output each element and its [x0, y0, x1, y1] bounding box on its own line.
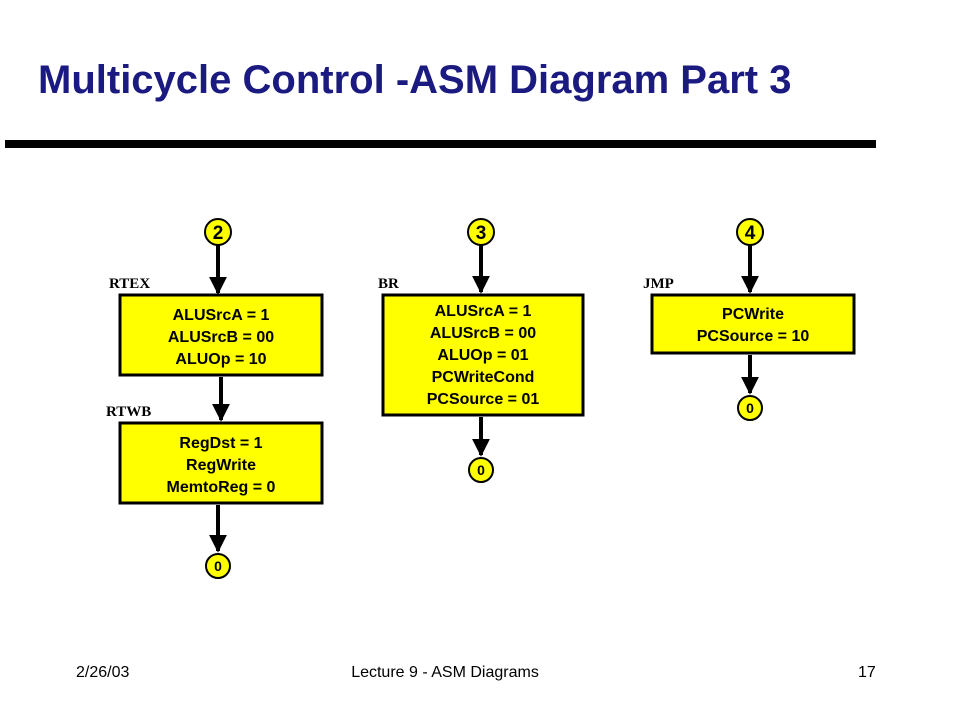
node-2: 2 — [204, 218, 232, 246]
rtex-line: ALUSrcA = 1 — [173, 307, 270, 324]
state-label-rtex: RTEX — [109, 276, 150, 292]
node-4: 4 — [736, 218, 764, 246]
state-label-jmp: JMP — [643, 276, 674, 292]
rtwb-line: RegDst = 1 — [179, 435, 262, 452]
state-box-br: ALUSrcA = 1 ALUSrcB = 00 ALUOp = 01 PCWr… — [381, 293, 585, 417]
br-line: ALUOp = 01 — [437, 347, 528, 364]
title-divider — [5, 140, 876, 148]
state-box-jmp: PCWrite PCSource = 10 — [650, 293, 856, 355]
footer-lecture: Lecture 9 - ASM Diagrams — [351, 664, 539, 681]
node-0-label: 0 — [746, 400, 754, 416]
rtwb-line: MemtoReg = 0 — [167, 479, 276, 496]
node-0-rtwb: 0 — [205, 553, 231, 579]
node-3-label: 3 — [476, 223, 487, 244]
state-label-br: BR — [378, 276, 399, 292]
footer-date: 2/26/03 — [76, 664, 130, 681]
node-2-label: 2 — [213, 223, 224, 244]
node-0-jmp: 0 — [737, 395, 763, 421]
node-4-label: 4 — [745, 223, 756, 244]
br-line: PCWriteCond — [432, 369, 535, 386]
state-box-rtwb: RegDst = 1 RegWrite MemtoReg = 0 — [118, 421, 324, 505]
jmp-line: PCWrite — [722, 306, 784, 323]
node-0-label: 0 — [477, 462, 485, 478]
node-0-br: 0 — [468, 457, 494, 483]
state-box-rtex: ALUSrcA = 1 ALUSrcB = 00 ALUOp = 10 — [118, 293, 324, 377]
br-line: PCSource = 01 — [427, 391, 540, 408]
node-0-label: 0 — [214, 558, 222, 574]
jmp-line: PCSource = 10 — [697, 328, 810, 345]
node-3: 3 — [467, 218, 495, 246]
state-label-rtwb: RTWB — [106, 404, 151, 420]
rtex-line: ALUOp = 10 — [175, 351, 266, 368]
footer-page-number: 17 — [858, 664, 876, 681]
page-title: Multicycle Control -ASM Diagram Part 3 — [38, 58, 792, 102]
rtwb-line: RegWrite — [186, 457, 256, 474]
br-line: ALUSrcB = 00 — [430, 325, 536, 342]
rtex-line: ALUSrcB = 00 — [168, 329, 274, 346]
br-line: ALUSrcA = 1 — [435, 303, 532, 320]
